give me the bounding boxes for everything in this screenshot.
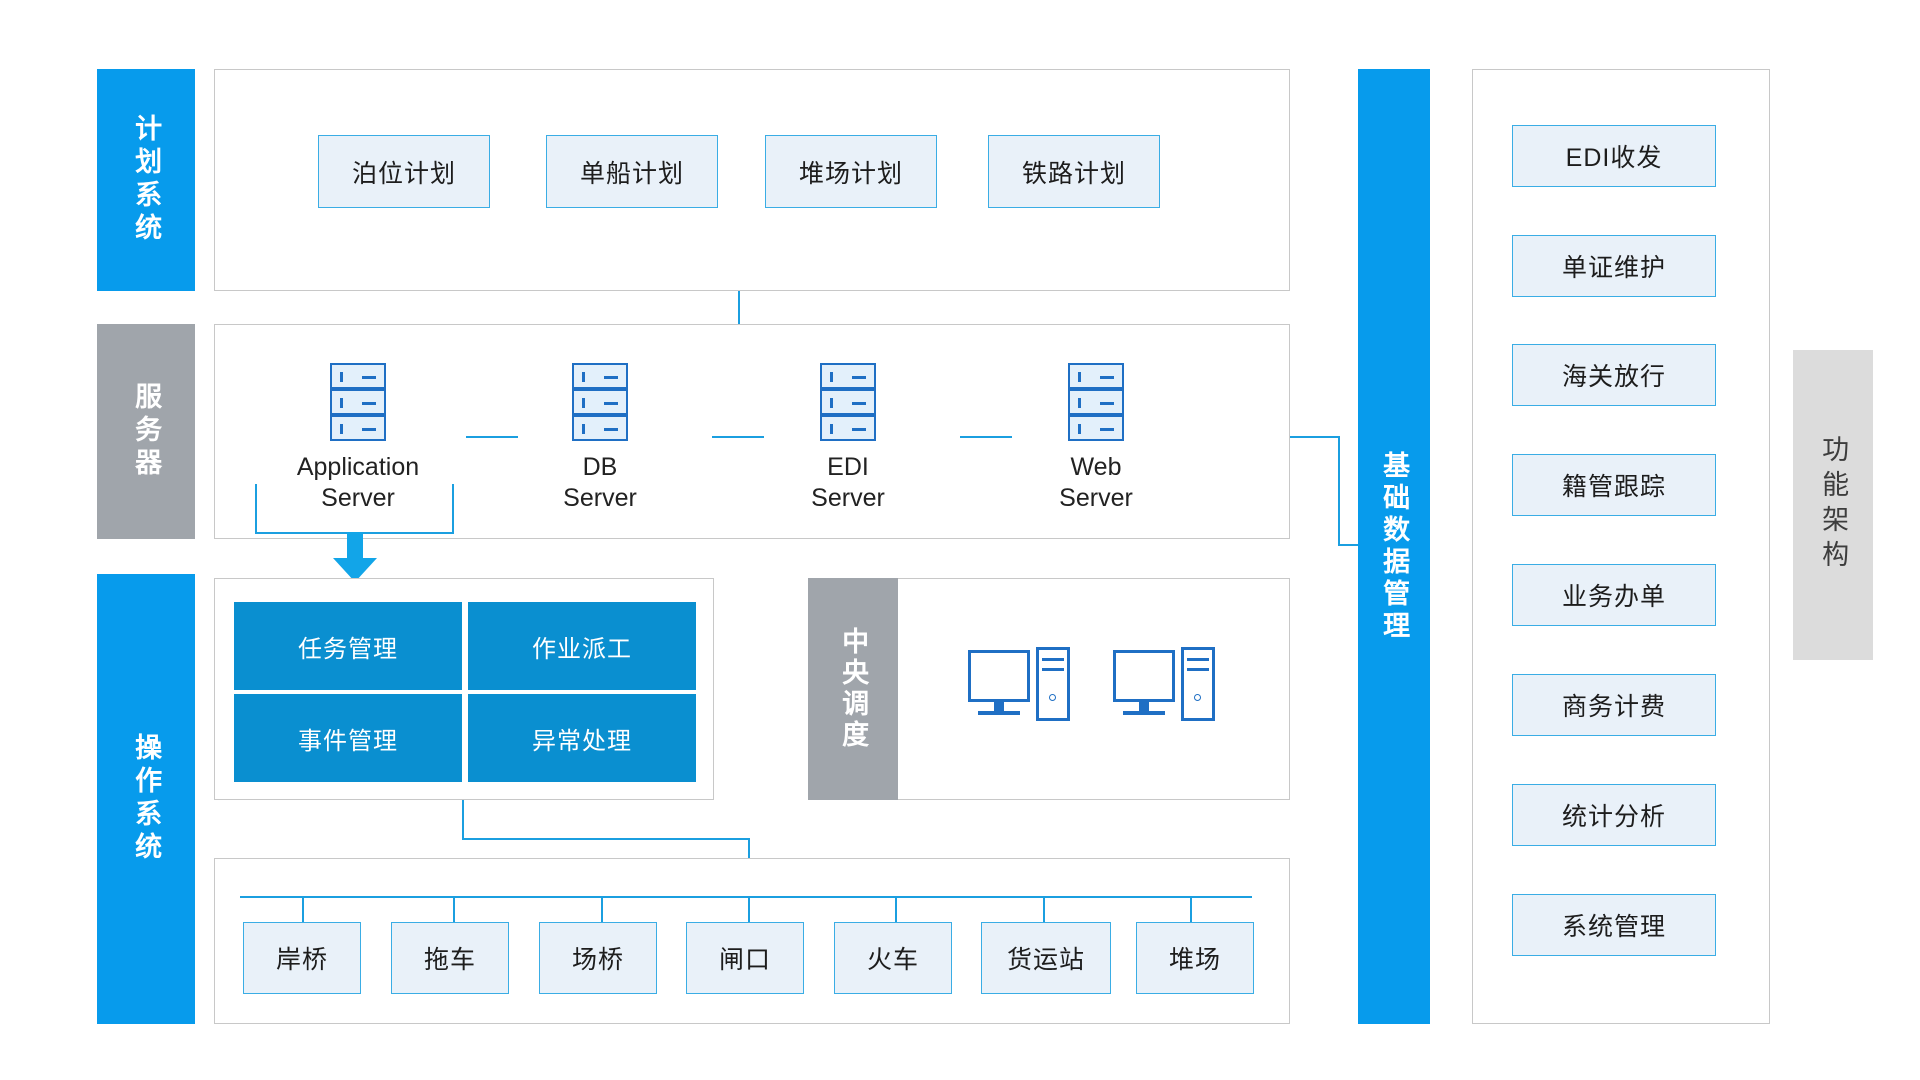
equipment-drop-5	[895, 896, 897, 924]
operation-to-equipment-elbow	[462, 838, 750, 840]
equipment-drop-6	[1043, 896, 1045, 924]
planning-item-yard[interactable]: 堆场计划	[765, 135, 937, 208]
equipment-item-quay-crane[interactable]: 岸桥	[243, 922, 361, 994]
functional-item-business-order[interactable]: 业务办单	[1512, 564, 1716, 626]
equipment-item-storage-yard[interactable]: 堆场	[1136, 922, 1254, 994]
band-server: 服务器	[97, 324, 195, 539]
operation-module-event-management[interactable]: 事件管理	[234, 694, 462, 782]
operation-to-equipment-stem-a	[462, 800, 464, 840]
equipment-item-yard-crane[interactable]: 场桥	[539, 922, 657, 994]
operation-module-exception-handling[interactable]: 异常处理	[468, 694, 696, 782]
operation-to-equipment-stem-b	[748, 838, 750, 860]
equipment-bus-line	[240, 896, 1252, 898]
functional-item-edi[interactable]: EDI收发	[1512, 125, 1716, 187]
equipment-drop-7	[1190, 896, 1192, 924]
server-label-web-line2: Server	[1059, 484, 1133, 513]
server-label-application: Application Server	[258, 452, 458, 515]
connector-planning-to-server	[738, 291, 740, 324]
data-management-link-h	[1338, 544, 1362, 546]
operation-module-task-management[interactable]: 任务管理	[234, 602, 462, 690]
equipment-item-truck[interactable]: 拖车	[391, 922, 509, 994]
functional-item-system-management[interactable]: 系统管理	[1512, 894, 1716, 956]
planning-item-vessel[interactable]: 单船计划	[546, 135, 718, 208]
server-link-2	[712, 436, 764, 438]
planning-item-berth[interactable]: 泊位计划	[318, 135, 490, 208]
equipment-item-train[interactable]: 火车	[834, 922, 952, 994]
planning-item-rail[interactable]: 铁路计划	[988, 135, 1160, 208]
server-label-edi: EDI Server	[748, 452, 948, 515]
band-central-dispatch: 中央调度	[808, 578, 898, 800]
server-to-data-management-h	[1290, 436, 1340, 438]
functional-item-registry-tracking[interactable]: 籍管跟踪	[1512, 454, 1716, 516]
server-label-db: DB Server	[500, 452, 700, 515]
server-label-application-line1: Application	[296, 453, 420, 481]
band-functional-architecture: 功能架构	[1793, 350, 1873, 660]
functional-item-customs-release[interactable]: 海关放行	[1512, 344, 1716, 406]
server-label-web-line1: Web	[1070, 453, 1122, 481]
server-label-web: Web Server	[996, 452, 1196, 515]
server-rack-icon-db	[572, 363, 628, 441]
equipment-drop-4	[748, 896, 750, 924]
equipment-drop-3	[601, 896, 603, 924]
server-to-data-management-v	[1338, 436, 1340, 546]
equipment-item-gate[interactable]: 闸口	[686, 922, 804, 994]
down-arrow-icon	[333, 532, 377, 582]
appserver-bracket-right	[452, 484, 454, 534]
panel-functional-architecture	[1472, 69, 1770, 1024]
functional-item-document-maintenance[interactable]: 单证维护	[1512, 235, 1716, 297]
functional-item-statistics-analysis[interactable]: 统计分析	[1512, 784, 1716, 846]
equipment-item-freight-station[interactable]: 货运站	[981, 922, 1111, 994]
server-link-1	[466, 436, 518, 438]
server-label-db-line2: Server	[563, 484, 637, 513]
server-rack-icon-edi	[820, 363, 876, 441]
functional-item-commercial-billing[interactable]: 商务计费	[1512, 674, 1716, 736]
band-operation-system: 操作系统	[97, 574, 195, 1024]
server-label-db-line1: DB	[582, 453, 618, 481]
band-planning-system: 计划系统	[97, 69, 195, 291]
equipment-drop-2	[453, 896, 455, 924]
equipment-drop-1	[302, 896, 304, 924]
band-basic-data-management: 基础数据管理	[1358, 69, 1430, 1024]
server-label-edi-line2: Server	[811, 484, 885, 513]
server-rack-icon-application	[330, 363, 386, 441]
server-label-edi-line1: EDI	[827, 453, 869, 481]
appserver-bracket-left	[255, 484, 257, 534]
server-link-3	[960, 436, 1012, 438]
server-rack-icon-web	[1068, 363, 1124, 441]
operation-module-job-dispatch[interactable]: 作业派工	[468, 602, 696, 690]
server-label-application-line2: Server	[321, 484, 395, 513]
